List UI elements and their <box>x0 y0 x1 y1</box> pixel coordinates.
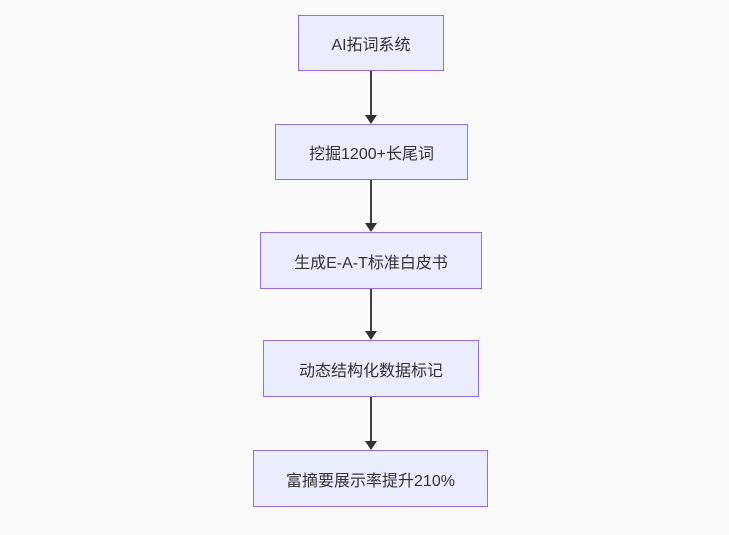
flow-arrow-4 <box>363 397 379 450</box>
arrow-line <box>370 397 372 443</box>
flow-node-label: 动态结构化数据标记 <box>298 362 443 380</box>
arrow-head-icon <box>365 115 377 124</box>
flow-node-label: 挖掘1200+长尾词 <box>309 146 434 163</box>
flow-node-label: 生成E-A-T标准白皮书 <box>294 254 448 272</box>
arrow-head-icon <box>365 441 377 450</box>
flow-node-ai-word-expansion-system: AI拓词系统 <box>298 15 444 71</box>
flow-node-label: 富摘要展示率提升210% <box>286 472 455 490</box>
arrow-head-icon <box>365 223 377 232</box>
arrow-line <box>370 71 372 117</box>
flow-node-rich-snippet-rate: 富摘要展示率提升210% <box>253 450 488 507</box>
arrow-line <box>370 289 372 333</box>
arrow-head-icon <box>365 331 377 340</box>
flow-arrow-2 <box>363 180 379 232</box>
flow-node-longtail-keywords: 挖掘1200+长尾词 <box>275 124 468 180</box>
flow-node-eat-whitepaper: 生成E-A-T标准白皮书 <box>260 232 482 289</box>
flow-node-structured-data-markup: 动态结构化数据标记 <box>263 340 479 397</box>
flow-arrow-3 <box>363 289 379 340</box>
arrow-line <box>370 180 372 225</box>
flow-node-label: AI拓词系统 <box>331 37 411 54</box>
flow-arrow-1 <box>363 71 379 124</box>
